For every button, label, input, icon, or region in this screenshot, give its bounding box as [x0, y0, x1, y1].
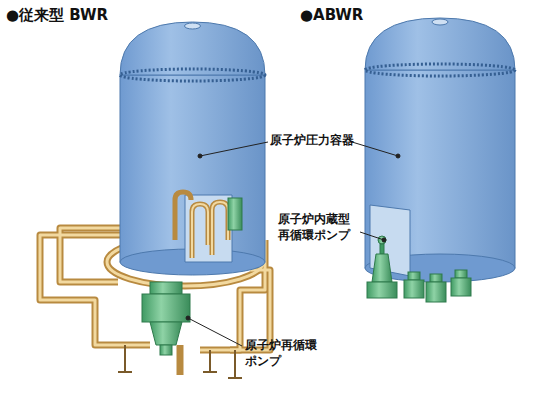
- internal-pump-part: [228, 198, 242, 230]
- leader-lines: [186, 142, 400, 346]
- jet-pumps: [175, 192, 228, 258]
- callout-label: 原子炉内蔵型 再循環ポンプ: [278, 212, 370, 243]
- panel-heading: ●従来型 BWR: [6, 6, 206, 26]
- pressure-vessel: [365, 18, 515, 282]
- jet-pump-highlight: [192, 202, 228, 258]
- recirculation-pump: [142, 282, 190, 355]
- callout-label: 原子炉圧力容器: [270, 133, 390, 149]
- internal-pumps: [367, 236, 471, 302]
- pipe-supports: [118, 345, 242, 378]
- pressure-vessel: [120, 22, 265, 275]
- panel-heading: ●ABWR: [300, 6, 500, 26]
- callout-label: 原子炉再循環 ポンプ: [245, 338, 337, 369]
